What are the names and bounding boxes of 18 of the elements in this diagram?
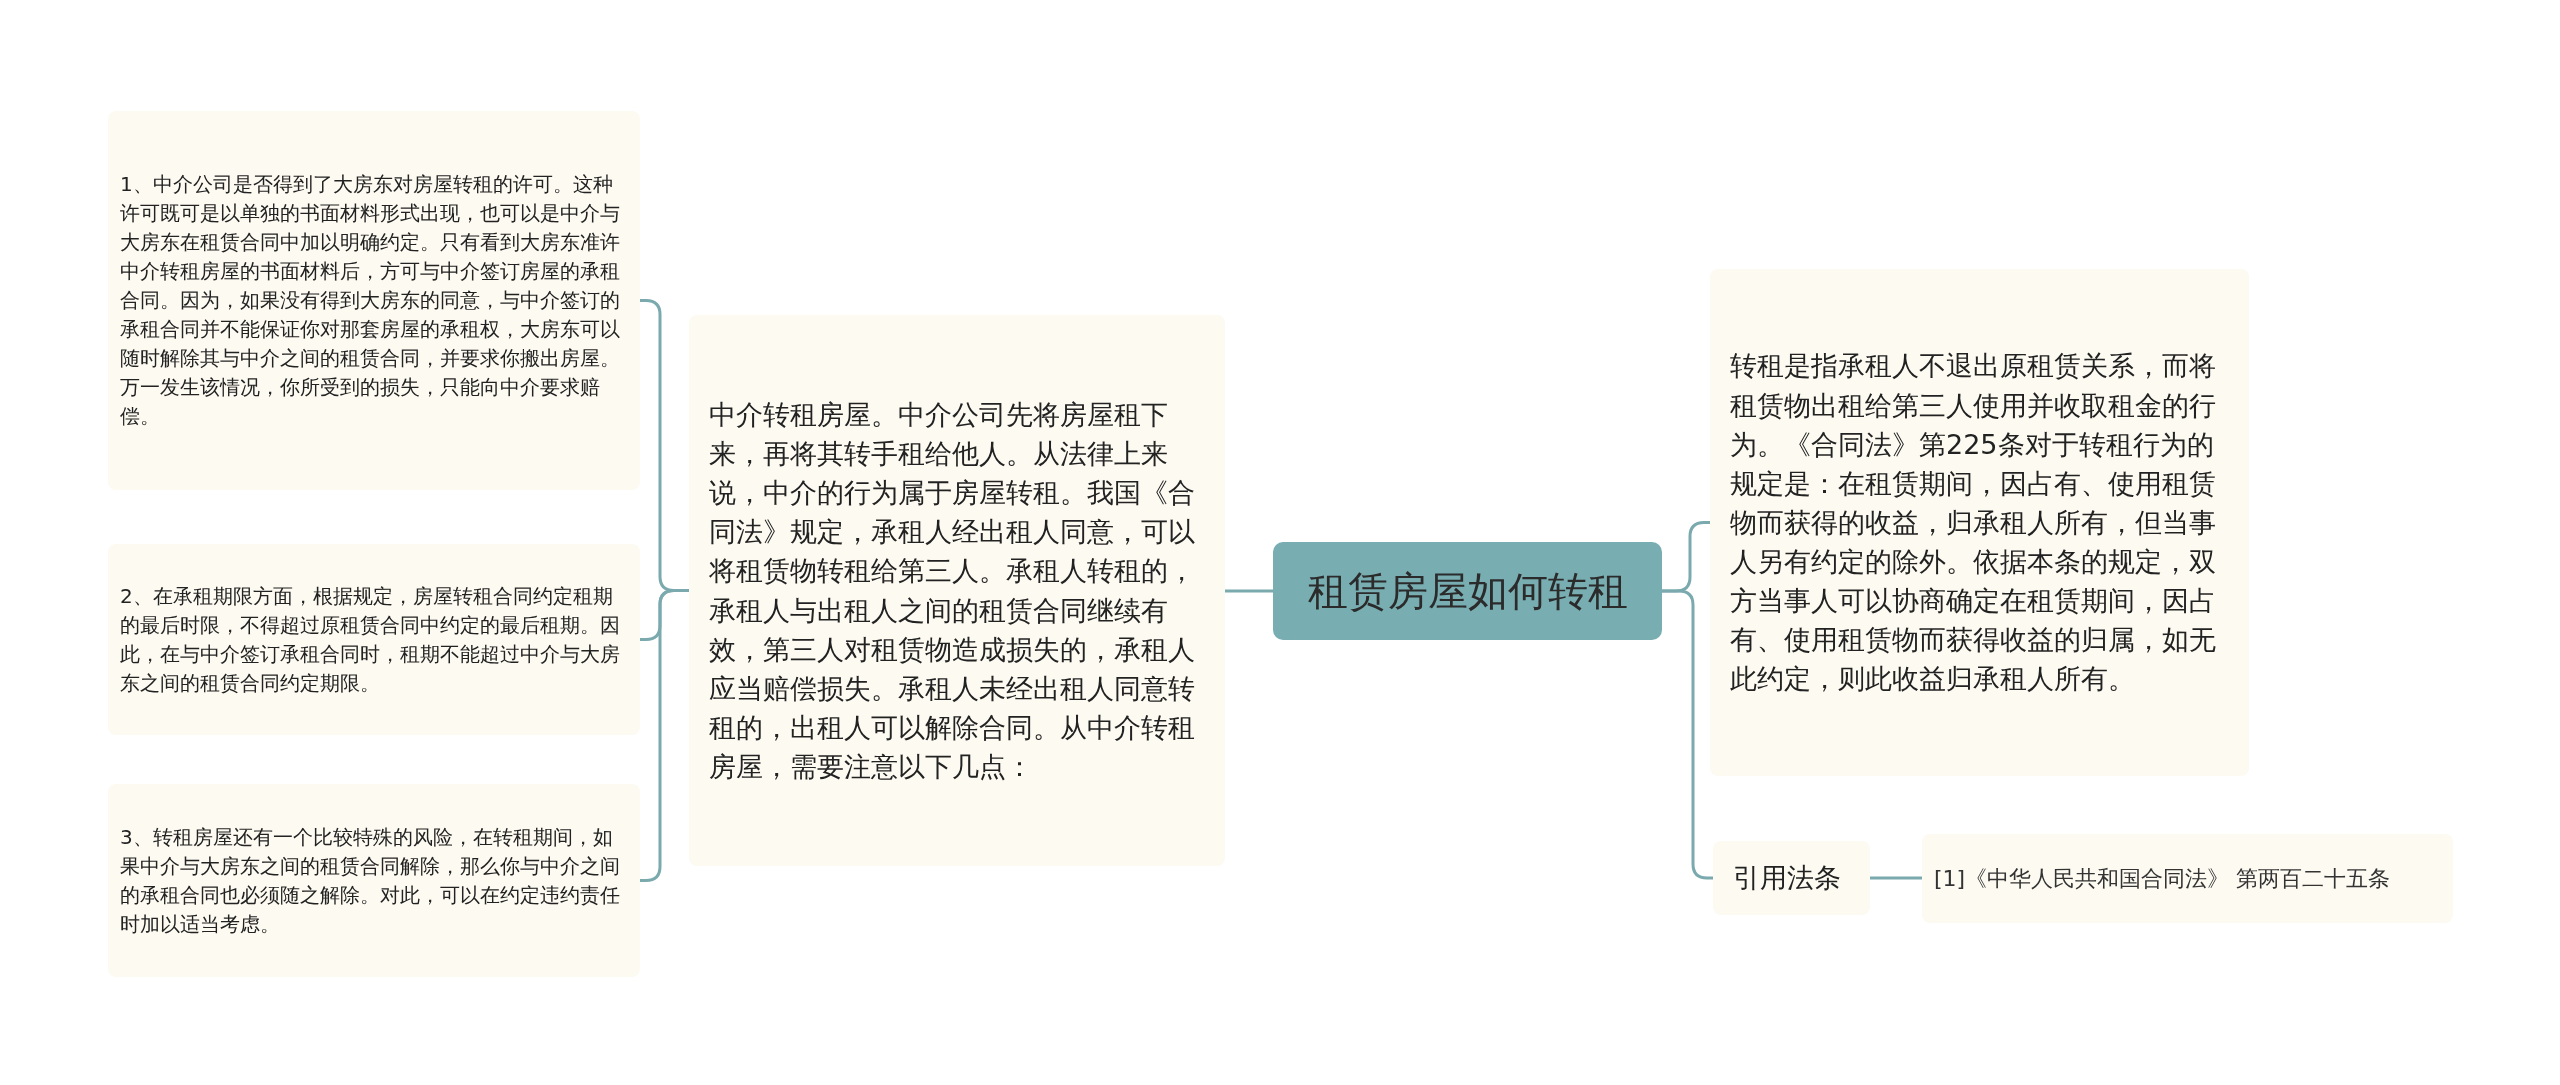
topic-box xyxy=(108,544,640,735)
topic-box xyxy=(1713,841,1870,915)
node-text: 引用法条 xyxy=(1733,861,1841,896)
node-text: 2、在承租期限方面，根据规定，房屋转租合同约定租期的最后时限，不得超过原租赁合同中约定的最后租期。因此，在与中介签订承租合同时，租期不能超过中介与大房东之间的租赁合同约定期限。 xyxy=(120,582,621,697)
node-text: 中介转租房屋。中介公司先将房屋租下来，再将其转手租给他人。从法律上来说，中介的行为属于房屋转租。我国《合同法》规定，承租人经出租人同意，可以将租赁物转租给第三人。承租人转租的，承租人与出租人之间的租赁合同继续有效，第三人对租赁物造成损失的，承租人应当赔偿损失。承租人未经出租人同意转租的，出租人可以解除合同。从中介转租房屋，需要注意以下几点： xyxy=(709,397,1196,785)
node-text: [1]《中华人民共和国合同法》 第两百二十五条 xyxy=(1934,864,2391,893)
central-topic-box xyxy=(1273,542,1662,640)
node-text: 租赁房屋如何转租 xyxy=(1307,567,1628,616)
topic-box xyxy=(1922,834,2453,923)
topic-box xyxy=(689,315,1225,866)
topic-box xyxy=(1710,269,2249,776)
node-text: 1、中介公司是否得到了大房东对房屋转租的许可。这种许可既可是以单独的书面材料形式出现，也可以是中介与大房东在租赁合同中加以明确约定。只有看到大房东准许中介转租房屋的书面材料后，方可与中介签订房屋的承租合同。因为，如果没有得到大房东的同意，与中介签订的承租合同并不能保证你对那套房屋的承租权，大房东可以随时解除其与中介之间的租赁合同，并要求你搬出房屋。万一发生该情况，你所受到的损失，只能向中介要求赔偿。 xyxy=(120,171,621,430)
topic-box xyxy=(108,111,640,490)
connector-line xyxy=(1870,876,1922,880)
connector-line xyxy=(1225,589,1273,593)
node-text: 转租是指承租人不退出原租赁关系，而将租赁物出租给第三人使用并收取租金的行为。《合同法》第225条对于转租行为的规定是：在租赁期间，因占有、使用租赁物而获得的收益，归承租人所有，但当事人另有约定的除外。依据本条的规定，双方当事人可以协商确定在租赁期间，因占有、使用租赁物而获得收益的归属，如无此约定，则此收益归承租人所有。 xyxy=(1730,349,2217,697)
node-text: 3、转租房屋还有一个比较特殊的风险，在转租期间，如果中介与大房东之间的租赁合同解除，那么你与中介之间的承租合同也必须随之解除。对此，可以在约定违约责任时加以适当考虑。 xyxy=(120,823,621,938)
topic-box xyxy=(108,784,640,977)
